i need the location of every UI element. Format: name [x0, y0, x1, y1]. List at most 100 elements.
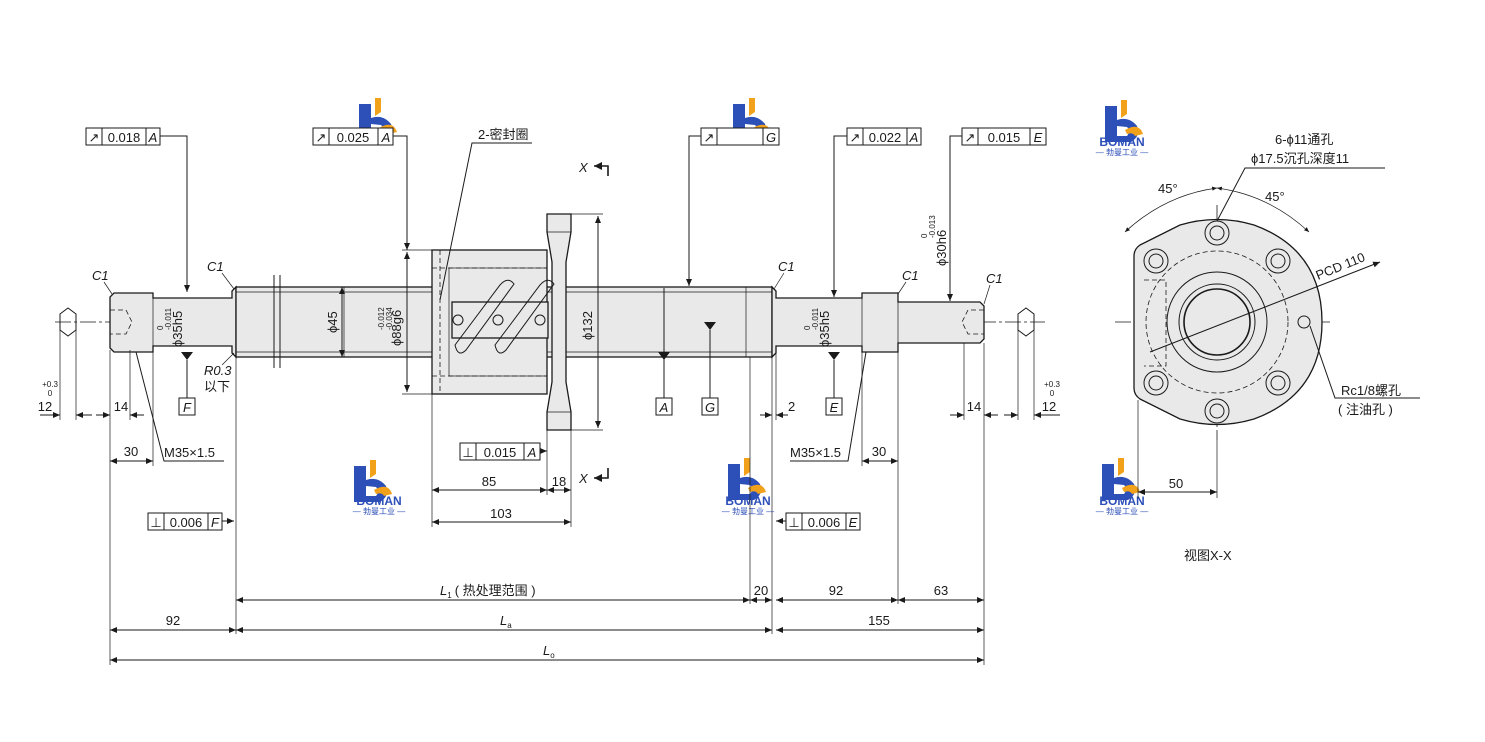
dim-key-right: 12	[1042, 399, 1056, 414]
svg-text:↗: ↗	[850, 130, 861, 145]
datum-triangle	[704, 322, 716, 330]
chamfer-label: C1	[778, 259, 795, 274]
chamfer-label: C1	[902, 268, 919, 283]
watermark-tagline: — 勃曼工业 —	[1096, 506, 1148, 516]
svg-text:X: X	[578, 160, 589, 175]
chamfer-label: C1	[986, 271, 1003, 286]
dim-flange-18: 18	[552, 474, 566, 489]
svg-text:G: G	[766, 130, 776, 145]
tolerance-frame-runout-left: ↗ 0.018 A	[85, 127, 190, 292]
tolerance-frame-perp-left: ⊥ 0.006 F	[147, 512, 234, 531]
dim-155: 155	[868, 613, 890, 628]
svg-text:-0.034: -0.034	[385, 307, 394, 330]
dim-14-right: 14	[967, 399, 981, 414]
fillet-note: 以下	[204, 379, 230, 394]
svg-text:ϕ88g6: ϕ88g6	[389, 310, 404, 346]
svg-text:A: A	[527, 445, 537, 460]
dim-92-bottom: 92	[166, 613, 180, 628]
dim-key-left: 12	[38, 399, 52, 414]
datum-triangle	[828, 352, 840, 360]
chamfer-label: C1	[207, 259, 224, 274]
dim-14-left: 14	[114, 399, 128, 414]
dia-right-journal: ϕ35h5 0 -0.011	[803, 307, 832, 347]
svg-text:ϕ45: ϕ45	[325, 311, 340, 333]
svg-text:↗: ↗	[89, 130, 100, 145]
dim-92-top: 92	[829, 583, 843, 598]
thread-left-label: M35×1.5	[164, 445, 215, 460]
fillet-label: R0.3	[204, 363, 232, 378]
datum-f-label: F	[183, 400, 192, 415]
svg-text:-0.011: -0.011	[811, 307, 820, 330]
holes-note-line2: ϕ17.5沉孔深度11	[1251, 151, 1349, 166]
tolerance-frame-perp-flange: ⊥ 0.015 A	[459, 442, 547, 461]
svg-text:ϕ30h6: ϕ30h6	[934, 230, 949, 266]
svg-text:0.006: 0.006	[170, 515, 203, 530]
svg-text:0.006: 0.006	[808, 515, 841, 530]
svg-text:ϕ35h5: ϕ35h5	[170, 311, 185, 347]
oil-note-line2: ( 注油孔 )	[1338, 402, 1393, 417]
flange-end-view	[1115, 167, 1420, 498]
dia-end: ϕ30h6 0 -0.013	[920, 215, 949, 266]
svg-text:X: X	[578, 471, 589, 486]
svg-text:⊥: ⊥	[788, 515, 799, 530]
dia-flange: ϕ132	[571, 213, 603, 431]
svg-text:+0.3: +0.3	[42, 380, 58, 389]
svg-text:-0.012: -0.012	[377, 307, 386, 330]
dim-63: 63	[934, 583, 948, 598]
svg-text:0: 0	[1050, 389, 1055, 398]
watermark-brand: BOMAN	[1099, 135, 1144, 149]
watermark-tagline: — 勃曼工业 —	[1096, 147, 1148, 157]
dim-nut-103: 103	[490, 506, 512, 521]
svg-text:0: 0	[920, 233, 929, 238]
svg-text:A: A	[148, 130, 158, 145]
svg-text:0.025: 0.025	[337, 130, 370, 145]
dim-la: La	[500, 613, 512, 630]
svg-text:0.022: 0.022	[869, 130, 902, 145]
dim-50: 50	[1169, 476, 1183, 491]
holes-note-line1: 6-ϕ11通孔	[1275, 132, 1333, 147]
chamfer-label: C1	[92, 268, 109, 283]
datum-a-label: A	[659, 400, 669, 415]
watermark-brand: BOMAN	[356, 494, 401, 508]
tolerance-frame-runout-end: ↗ 0.015 E	[947, 127, 1047, 301]
datum-triangle	[181, 352, 193, 360]
thread-right-label: M35×1.5	[790, 445, 841, 460]
ball-nut	[431, 213, 572, 431]
tolerance-frame-perp-right: ⊥ 0.006 E	[776, 512, 861, 531]
svg-text:↗: ↗	[316, 130, 327, 145]
tolerance-frame-runout-shaft: ↗ 0.025 A	[312, 127, 410, 250]
svg-text:↗: ↗	[965, 130, 976, 145]
svg-text:⊥: ⊥	[462, 445, 473, 460]
datum-g-label: G	[705, 400, 715, 415]
svg-text:A: A	[381, 130, 391, 145]
dim-gap-2: 2	[788, 399, 795, 414]
svg-text:-0.011: -0.011	[164, 307, 173, 330]
dim-nut-85: 85	[482, 474, 496, 489]
svg-text:0.018: 0.018	[108, 130, 141, 145]
watermark-brand: BOMAN	[725, 494, 770, 508]
svg-text:+0.3: +0.3	[1044, 380, 1060, 389]
datum-e-label: E	[830, 400, 839, 415]
angle-right-label: 45°	[1265, 189, 1285, 204]
bolt-holes	[1143, 220, 1291, 424]
tolerance-frame-runout-right: ↗ 0.022 A	[831, 127, 922, 297]
svg-text:0.015: 0.015	[484, 445, 517, 460]
watermark-tagline: — 勃曼工业 —	[353, 506, 405, 516]
angle-left-label: 45°	[1158, 181, 1178, 196]
dim-30-right: 30	[872, 444, 886, 459]
dia-nut: ϕ88g6 -0.012 -0.034	[377, 249, 432, 395]
svg-text:-0.013: -0.013	[928, 215, 937, 238]
svg-text:0: 0	[48, 389, 53, 398]
svg-text:A: A	[909, 130, 919, 145]
svg-text:0: 0	[156, 325, 165, 330]
dim-20: 20	[754, 583, 768, 598]
watermark-tagline: — 勃曼工业 —	[722, 506, 774, 516]
section-mark-top: X	[578, 160, 609, 176]
seal-label: 2-密封圈	[478, 127, 529, 142]
svg-text:0.015: 0.015	[988, 130, 1021, 145]
watermark-brand: BOMAN	[1099, 494, 1144, 508]
oil-note-line1: Rc1/8螺孔	[1341, 383, 1401, 398]
view-caption: 视图X-X	[1184, 548, 1232, 563]
svg-text:F: F	[211, 515, 220, 530]
